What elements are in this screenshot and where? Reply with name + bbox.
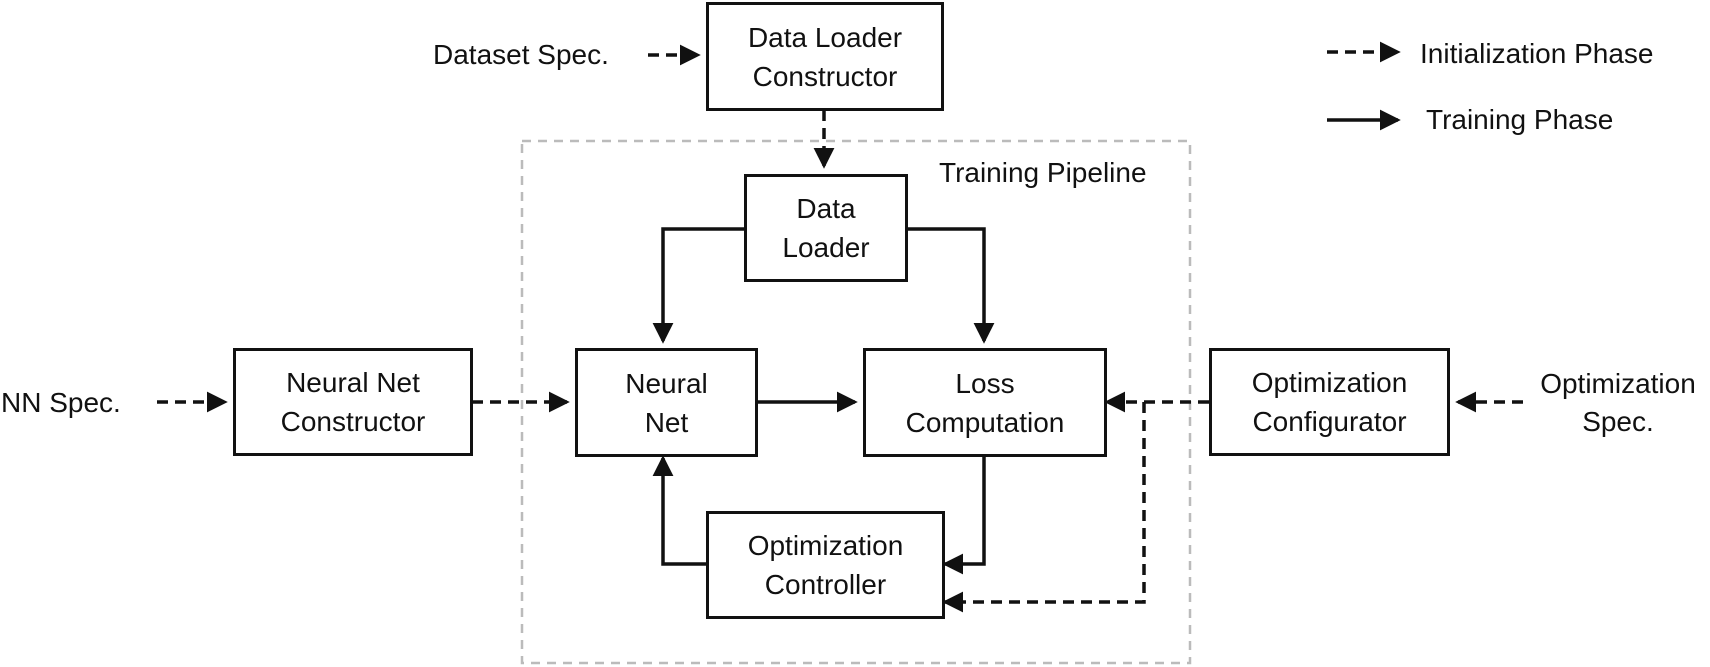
neural-net-constructor-line1: Neural Net [286,367,420,398]
data-loader-constructor-line2: Constructor [752,60,898,92]
data-loader-constructor-box: Data Loader Constructor [706,2,944,111]
data-loader-line2: Loader [782,232,870,263]
loss-computation-box: Loss Computation [863,348,1107,457]
optimization-controller-line2: Controller [764,569,887,600]
data-loader-constructor-line1: Data Loader [747,21,903,53]
training-pipeline-label: Training Pipeline [939,157,1147,188]
arrow-optimization-controller-to-neural-net [652,455,706,566]
optimization-controller-box: Optimization Controller [706,511,945,619]
optimization-configurator-line2: Configurator [1252,406,1407,437]
optimization-spec-line2: Spec. [1582,406,1654,437]
legend-training-label: Training Phase [1426,104,1614,135]
arrow-data-loader-to-loss-computation [908,227,995,344]
loss-computation-line2: Computation [905,406,1065,438]
data-loader-line1: Data [796,193,856,224]
optimization-controller-line1: Optimization [747,530,904,561]
dataset-spec-label: Dataset Spec. [433,39,609,70]
neural-net-constructor-box: Neural Net Constructor [233,348,473,456]
optimization-spec-label: Optimization Spec. [1522,365,1710,441]
neural-net-line1: Neural [625,367,708,399]
neural-net-constructor-line2: Constructor [280,406,426,437]
data-loader-box: Data Loader [744,174,908,282]
nn-spec-label: NN Spec. [1,387,121,418]
neural-net-line2: Net [644,406,689,438]
neural-net-box: Neural Net [575,348,758,457]
legend-initialization-label: Initialization Phase [1420,38,1654,69]
arrow-configurator-to-optimization-controller [942,402,1146,613]
arrow-data-loader-to-neural-net [652,227,744,344]
optimization-configurator-line1: Optimization [1251,367,1408,398]
arrow-loss-computation-to-optimization-controller [942,457,986,575]
optimization-configurator-box: Optimization Configurator [1209,348,1450,456]
optimization-spec-line1: Optimization [1540,368,1696,399]
loss-computation-line1: Loss [955,367,1015,399]
